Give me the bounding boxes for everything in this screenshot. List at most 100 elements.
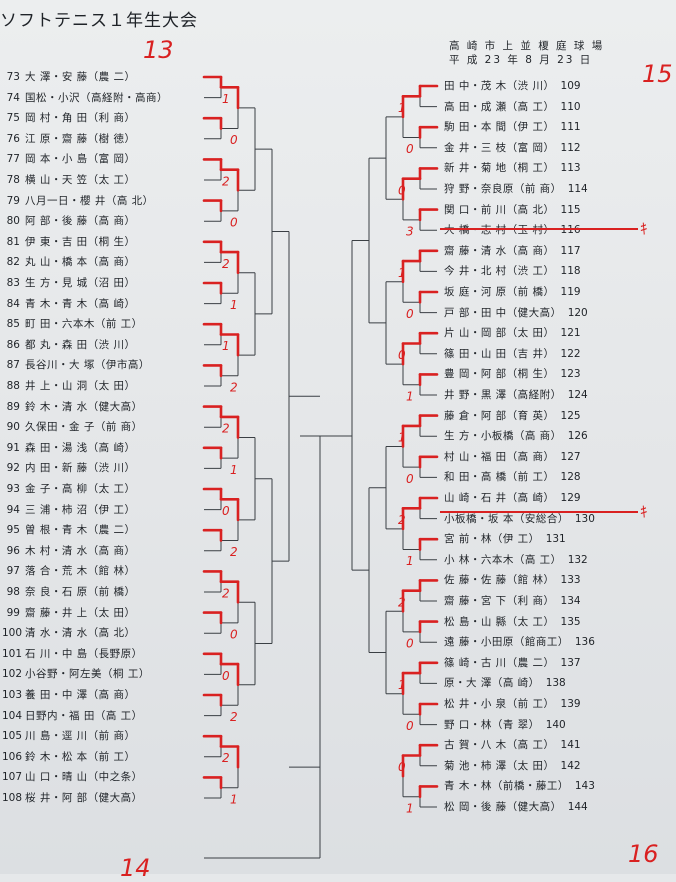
score-mark: 2 (398, 513, 406, 527)
score-mark: 2 (222, 751, 230, 765)
entry-number: 102 (2, 668, 23, 681)
entry-names: 大 橋・志 村（玉 村） (444, 224, 555, 237)
score-mark: 0 (406, 472, 414, 486)
entry-row: 小 林・六本木（高 工） 132 (444, 552, 588, 568)
entry-names: 古 賀・八 木（高 工） (444, 739, 555, 752)
score-mark: 2 (230, 710, 238, 724)
entry-number: 134 (560, 595, 581, 607)
entry-number: 138 (545, 677, 566, 690)
entry-names: 鈴 木・清 水（健大高） (25, 400, 143, 413)
entry-row: 豊 岡・阿 部（桐 生）123 (444, 366, 581, 382)
entry-number: 73 (6, 71, 20, 83)
entry-names: 坂 庭・河 原（前 橋） (444, 286, 555, 298)
score-mark: 0 (398, 183, 406, 197)
entry-row: 松 岡・後 藤（健大高）144 (444, 799, 588, 815)
entry-number: 106 (2, 750, 23, 763)
handwritten-block-15: 15 (642, 60, 673, 88)
entry-names: 関 口・前 川（高 北） (444, 203, 555, 216)
score-mark: 2 (398, 595, 406, 609)
entry-number: 75 (6, 112, 20, 125)
entry-names: 山 口・晴 山（中之条） (25, 771, 143, 784)
entry-names: 奈 良・石 原（前 橋） (25, 586, 136, 598)
entry-names: 落 合・荒 木（館 林） (25, 565, 136, 578)
entry-row: 73 大 澤・安 藤（農 二） (2, 69, 136, 85)
entry-names: 大 澤・安 藤（農 二） (25, 71, 136, 83)
entry-names: 久保田・金 子（前 商） (25, 421, 143, 434)
entry-number: 137 (560, 656, 581, 669)
score-mark: 1 (406, 554, 414, 568)
entry-number: 76 (6, 132, 20, 145)
entry-number: 141 (560, 739, 581, 752)
entry-number: 97 (6, 565, 20, 578)
entry-number: 122 (560, 347, 581, 360)
entry-names: 岡 村・角 田（利 商） (25, 112, 136, 125)
score-mark: 1 (230, 298, 238, 312)
score-mark: 2 (230, 380, 238, 394)
entry-names: 金 子・高 柳（太 工） (25, 483, 136, 495)
score-mark: 2 (222, 257, 230, 271)
score-mark: 2 (222, 586, 230, 600)
entry-names: 藤 倉・阿 部（育 英） (444, 409, 555, 422)
entry-number: 110 (560, 100, 581, 113)
handwritten-block-13: 13 (143, 36, 174, 64)
entry-number: 132 (567, 553, 588, 566)
score-mark: 2 (230, 545, 238, 559)
entry-row: 小板橋・坂 本（安総合）130 (444, 511, 595, 527)
entry-number: 120 (567, 306, 588, 319)
entry-number: 115 (560, 203, 581, 216)
entry-number: 111 (560, 121, 581, 134)
entry-names: 清 水・清 水（高 北） (25, 627, 136, 640)
entry-number: 140 (545, 718, 566, 731)
strike-line-130 (440, 511, 638, 513)
entry-number: 96 (6, 544, 20, 557)
entry-names: 生 方・見 城（沼 田） (25, 277, 136, 289)
entry-number: 114 (567, 183, 588, 195)
entry-names: 豊 岡・阿 部（桐 生） (444, 368, 555, 381)
score-mark: 1 (230, 463, 238, 477)
score-mark: 1 (398, 101, 406, 115)
entry-names: 横 山・天 笠（太 工） (25, 174, 136, 186)
score-mark: 1 (406, 389, 414, 403)
score-mark: 0 (230, 133, 238, 147)
entry-names: 長谷川・大 塚（伊市高） (25, 359, 150, 372)
entry-number: 121 (560, 327, 581, 340)
entry-number: 99 (6, 606, 20, 619)
entry-number: 125 (560, 409, 581, 422)
entry-row: 狩 野・奈良原（前 商）114 (444, 181, 588, 197)
score-mark: 1 (406, 801, 414, 815)
score-mark: 3 (406, 225, 414, 239)
entry-row: 篠 田・山 田（吉 井）122 (444, 346, 581, 362)
entry-names: 生 方・小板橋（高 商） (444, 430, 562, 443)
entry-number: 129 (560, 492, 581, 504)
entry-row: 山 崎・石 井（高 崎）129 (444, 490, 581, 506)
entry-names: 野 口・林（青 翠） (444, 718, 540, 731)
entry-number: 90 (6, 421, 20, 434)
entry-number: 83 (6, 277, 20, 289)
entry-names: 森 田・湯 浅（高 崎） (25, 441, 136, 454)
entry-names: 村 山・福 田（高 商） (444, 450, 555, 463)
entry-names: 小 林・六本木（高 工） (444, 553, 562, 566)
entry-names: 田 中・茂 木（渋 川） (444, 80, 555, 92)
entry-names: 青 木・林（前橋・藤工） (444, 780, 569, 793)
score-mark: 0 (398, 760, 406, 774)
entry-number: 108 (2, 792, 23, 804)
entry-row: 遠 藤・小田原（館商工）136 (444, 634, 595, 650)
entry-row: 高 田・成 瀬（高 工）110 (444, 99, 581, 115)
entry-names: 木 村・清 水（高 商） (25, 544, 136, 557)
entry-number: 131 (545, 533, 566, 546)
entry-number: 101 (2, 647, 23, 660)
score-mark: 0 (222, 669, 230, 683)
entry-row: 古 賀・八 木（高 工） 141 (444, 737, 581, 753)
entry-names: 桜 井・阿 部（健大高） (25, 792, 143, 804)
entry-number: 98 (6, 586, 20, 598)
entry-number: 127 (560, 450, 581, 463)
